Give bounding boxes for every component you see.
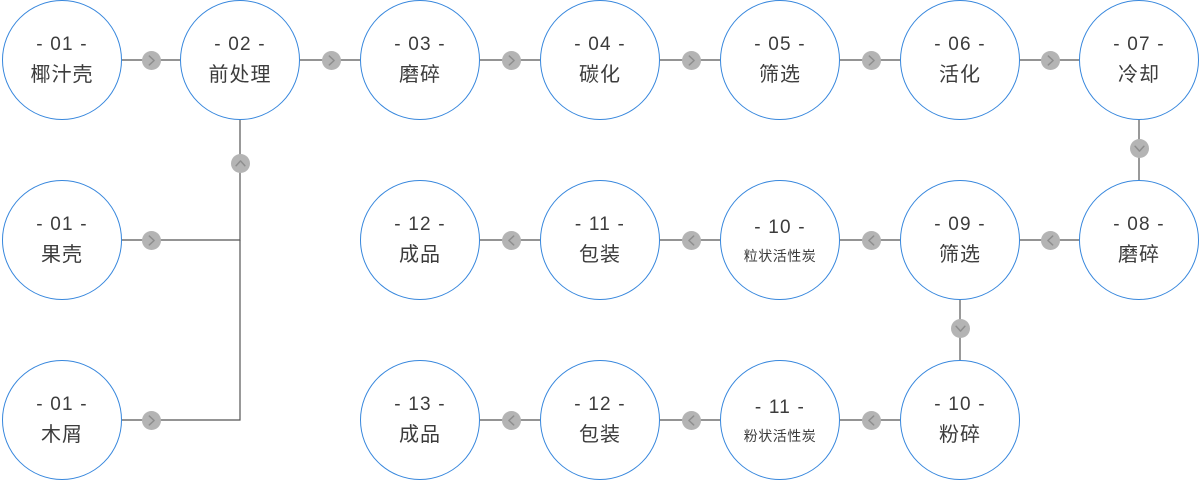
flow-node-number: - 11 - (574, 214, 626, 235)
flow-node-n03[interactable]: - 03 - 磨碎 (360, 0, 480, 120)
flow-node-b13[interactable]: - 13 - 成品 (360, 360, 480, 480)
flow-node-label: 果壳 (41, 244, 83, 266)
flow-node-number: - 12 - (394, 214, 446, 235)
flow-node-n05[interactable]: - 05 - 筛选 (720, 0, 840, 120)
flow-node-number: - 05 - (754, 34, 806, 55)
flow-node-label: 粉碎 (939, 424, 981, 446)
flow-node-label: 木屑 (41, 424, 83, 446)
chevron-right-icon (501, 50, 521, 70)
flow-node-b12[interactable]: - 12 - 包装 (540, 360, 660, 480)
flow-node-b10[interactable]: - 10 - 粉碎 (900, 360, 1020, 480)
flow-node-n07[interactable]: - 07 - 冷却 (1079, 0, 1199, 120)
flow-node-m08[interactable]: - 08 - 磨碎 (1079, 180, 1199, 300)
flow-node-label: 活化 (939, 64, 981, 86)
chevron-right-icon (141, 410, 161, 430)
chevron-down-icon (1129, 138, 1149, 158)
flow-node-number: - 10 - (754, 216, 806, 238)
flow-node-number: - 11 - (754, 396, 806, 418)
flow-node-label: 筛选 (939, 244, 981, 266)
flow-node-label: 包装 (579, 244, 621, 266)
chevron-left-icon (681, 410, 701, 430)
flow-node-label: 包装 (579, 424, 621, 446)
flow-node-label: 碳化 (579, 64, 621, 86)
flow-node-m11[interactable]: - 11 - 包装 (540, 180, 660, 300)
flow-node-number: - 04 - (574, 34, 626, 55)
flow-node-b01[interactable]: - 01 - 木屑 (2, 360, 122, 480)
flow-node-number: - 08 - (1113, 214, 1165, 235)
chevron-right-icon (861, 50, 881, 70)
flow-node-label: 筛选 (759, 64, 801, 86)
chevron-left-icon (1040, 230, 1060, 250)
flow-node-number: - 03 - (394, 34, 446, 55)
flow-node-label: 粒状活性炭 (743, 247, 817, 264)
chevron-right-icon (141, 50, 161, 70)
flow-node-label: 磨碎 (1118, 244, 1160, 266)
flow-node-label: 冷却 (1118, 64, 1160, 86)
flow-node-number: - 01 - (36, 214, 88, 235)
flow-node-label: 粉状活性炭 (743, 427, 817, 444)
flow-node-m01[interactable]: - 01 - 果壳 (2, 180, 122, 300)
flow-node-number: - 06 - (934, 34, 986, 55)
flow-node-number: - 01 - (36, 34, 88, 55)
chevron-left-icon (501, 230, 521, 250)
connector-line (122, 240, 241, 421)
flow-node-b11[interactable]: - 11 - 粉状活性炭 (720, 360, 840, 480)
chevron-left-icon (861, 230, 881, 250)
chevron-up-icon (230, 153, 250, 173)
chevron-left-icon (861, 410, 881, 430)
flow-node-number: - 13 - (394, 394, 446, 415)
chevron-right-icon (1040, 50, 1060, 70)
flow-node-m10[interactable]: - 10 - 粒状活性炭 (720, 180, 840, 300)
flow-node-number: - 09 - (934, 214, 986, 235)
flow-node-label: 磨碎 (399, 64, 441, 86)
flow-node-n02[interactable]: - 02 - 前处理 (180, 0, 300, 120)
flow-node-label: 成品 (399, 244, 441, 266)
flow-node-label: 前处理 (208, 64, 272, 86)
flow-node-number: - 01 - (36, 394, 88, 415)
flow-node-number: - 10 - (934, 394, 986, 415)
flow-node-m12[interactable]: - 12 - 成品 (360, 180, 480, 300)
chevron-left-icon (681, 230, 701, 250)
flow-node-number: - 07 - (1113, 34, 1165, 55)
chevron-right-icon (681, 50, 701, 70)
flow-node-label: 成品 (399, 424, 441, 446)
flow-node-n04[interactable]: - 04 - 碳化 (540, 0, 660, 120)
chevron-down-icon (950, 318, 970, 338)
chevron-left-icon (501, 410, 521, 430)
flow-node-n01[interactable]: - 01 - 椰汁壳 (2, 0, 122, 120)
flow-node-m09[interactable]: - 09 - 筛选 (900, 180, 1020, 300)
flow-node-label: 椰汁壳 (30, 64, 94, 86)
chevron-right-icon (321, 50, 341, 70)
flow-node-n06[interactable]: - 06 - 活化 (900, 0, 1020, 120)
chevron-right-icon (141, 230, 161, 250)
flow-node-number: - 02 - (214, 34, 266, 55)
flow-node-number: - 12 - (574, 394, 626, 415)
connector-line (122, 120, 241, 241)
